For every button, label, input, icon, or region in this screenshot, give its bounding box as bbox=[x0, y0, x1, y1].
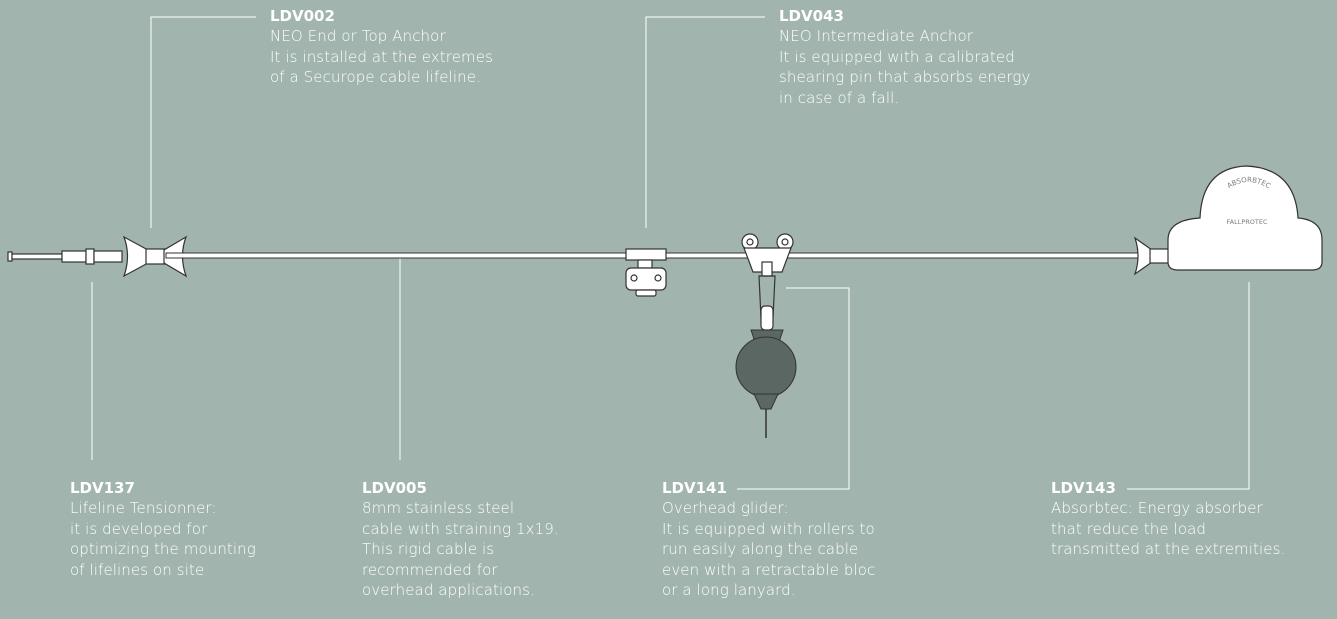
tensioner-ldv137 bbox=[7, 248, 123, 265]
label-ldv002: LDV002 NEO End or Top Anchor It is insta… bbox=[270, 6, 493, 88]
part-code: LDV137 bbox=[70, 479, 135, 497]
leader-line-ldv043 bbox=[645, 16, 765, 228]
part-code: LDV005 bbox=[362, 479, 427, 497]
label-ldv043: LDV043 NEO Intermediate Anchor It is equ… bbox=[779, 6, 1030, 108]
part-description: 8mm stainless steel cable with straining… bbox=[362, 499, 559, 599]
part-code: LDV141 bbox=[662, 479, 727, 497]
part-description: Absorbtec: Energy absorber that reduce t… bbox=[1051, 499, 1286, 558]
energy-absorber-ldv143: ABSORBTEC FALLPROTEC bbox=[1133, 165, 1323, 276]
leader-line-ldv141 bbox=[737, 287, 850, 490]
retractable-bloc bbox=[735, 329, 797, 438]
absorber-brand-label: FALLPROTEC bbox=[1227, 218, 1268, 226]
leader-line-ldv002 bbox=[150, 16, 256, 228]
part-description: NEO Intermediate Anchor It is equipped w… bbox=[779, 27, 1031, 107]
part-description: NEO End or Top Anchor It is installed at… bbox=[270, 27, 494, 86]
part-description: Lifeline Tensionner: it is developed for… bbox=[70, 499, 256, 579]
part-code: LDV002 bbox=[270, 7, 335, 25]
part-code: LDV143 bbox=[1051, 479, 1116, 497]
part-description: Overhead glider: It is equipped with rol… bbox=[662, 499, 876, 599]
label-ldv141: LDV141 Overhead glider: It is equipped w… bbox=[662, 478, 875, 601]
label-ldv143: LDV143 Absorbtec: Energy absorber that r… bbox=[1051, 478, 1285, 560]
label-ldv005: LDV005 8mm stainless steel cable with st… bbox=[362, 478, 559, 601]
part-code: LDV043 bbox=[779, 7, 844, 25]
leader-line-ldv143 bbox=[1127, 282, 1250, 490]
overhead-glider-ldv141 bbox=[741, 233, 794, 331]
intermediate-anchor-ldv043 bbox=[625, 248, 667, 297]
label-ldv137: LDV137 Lifeline Tensionner: it is develo… bbox=[70, 478, 256, 580]
